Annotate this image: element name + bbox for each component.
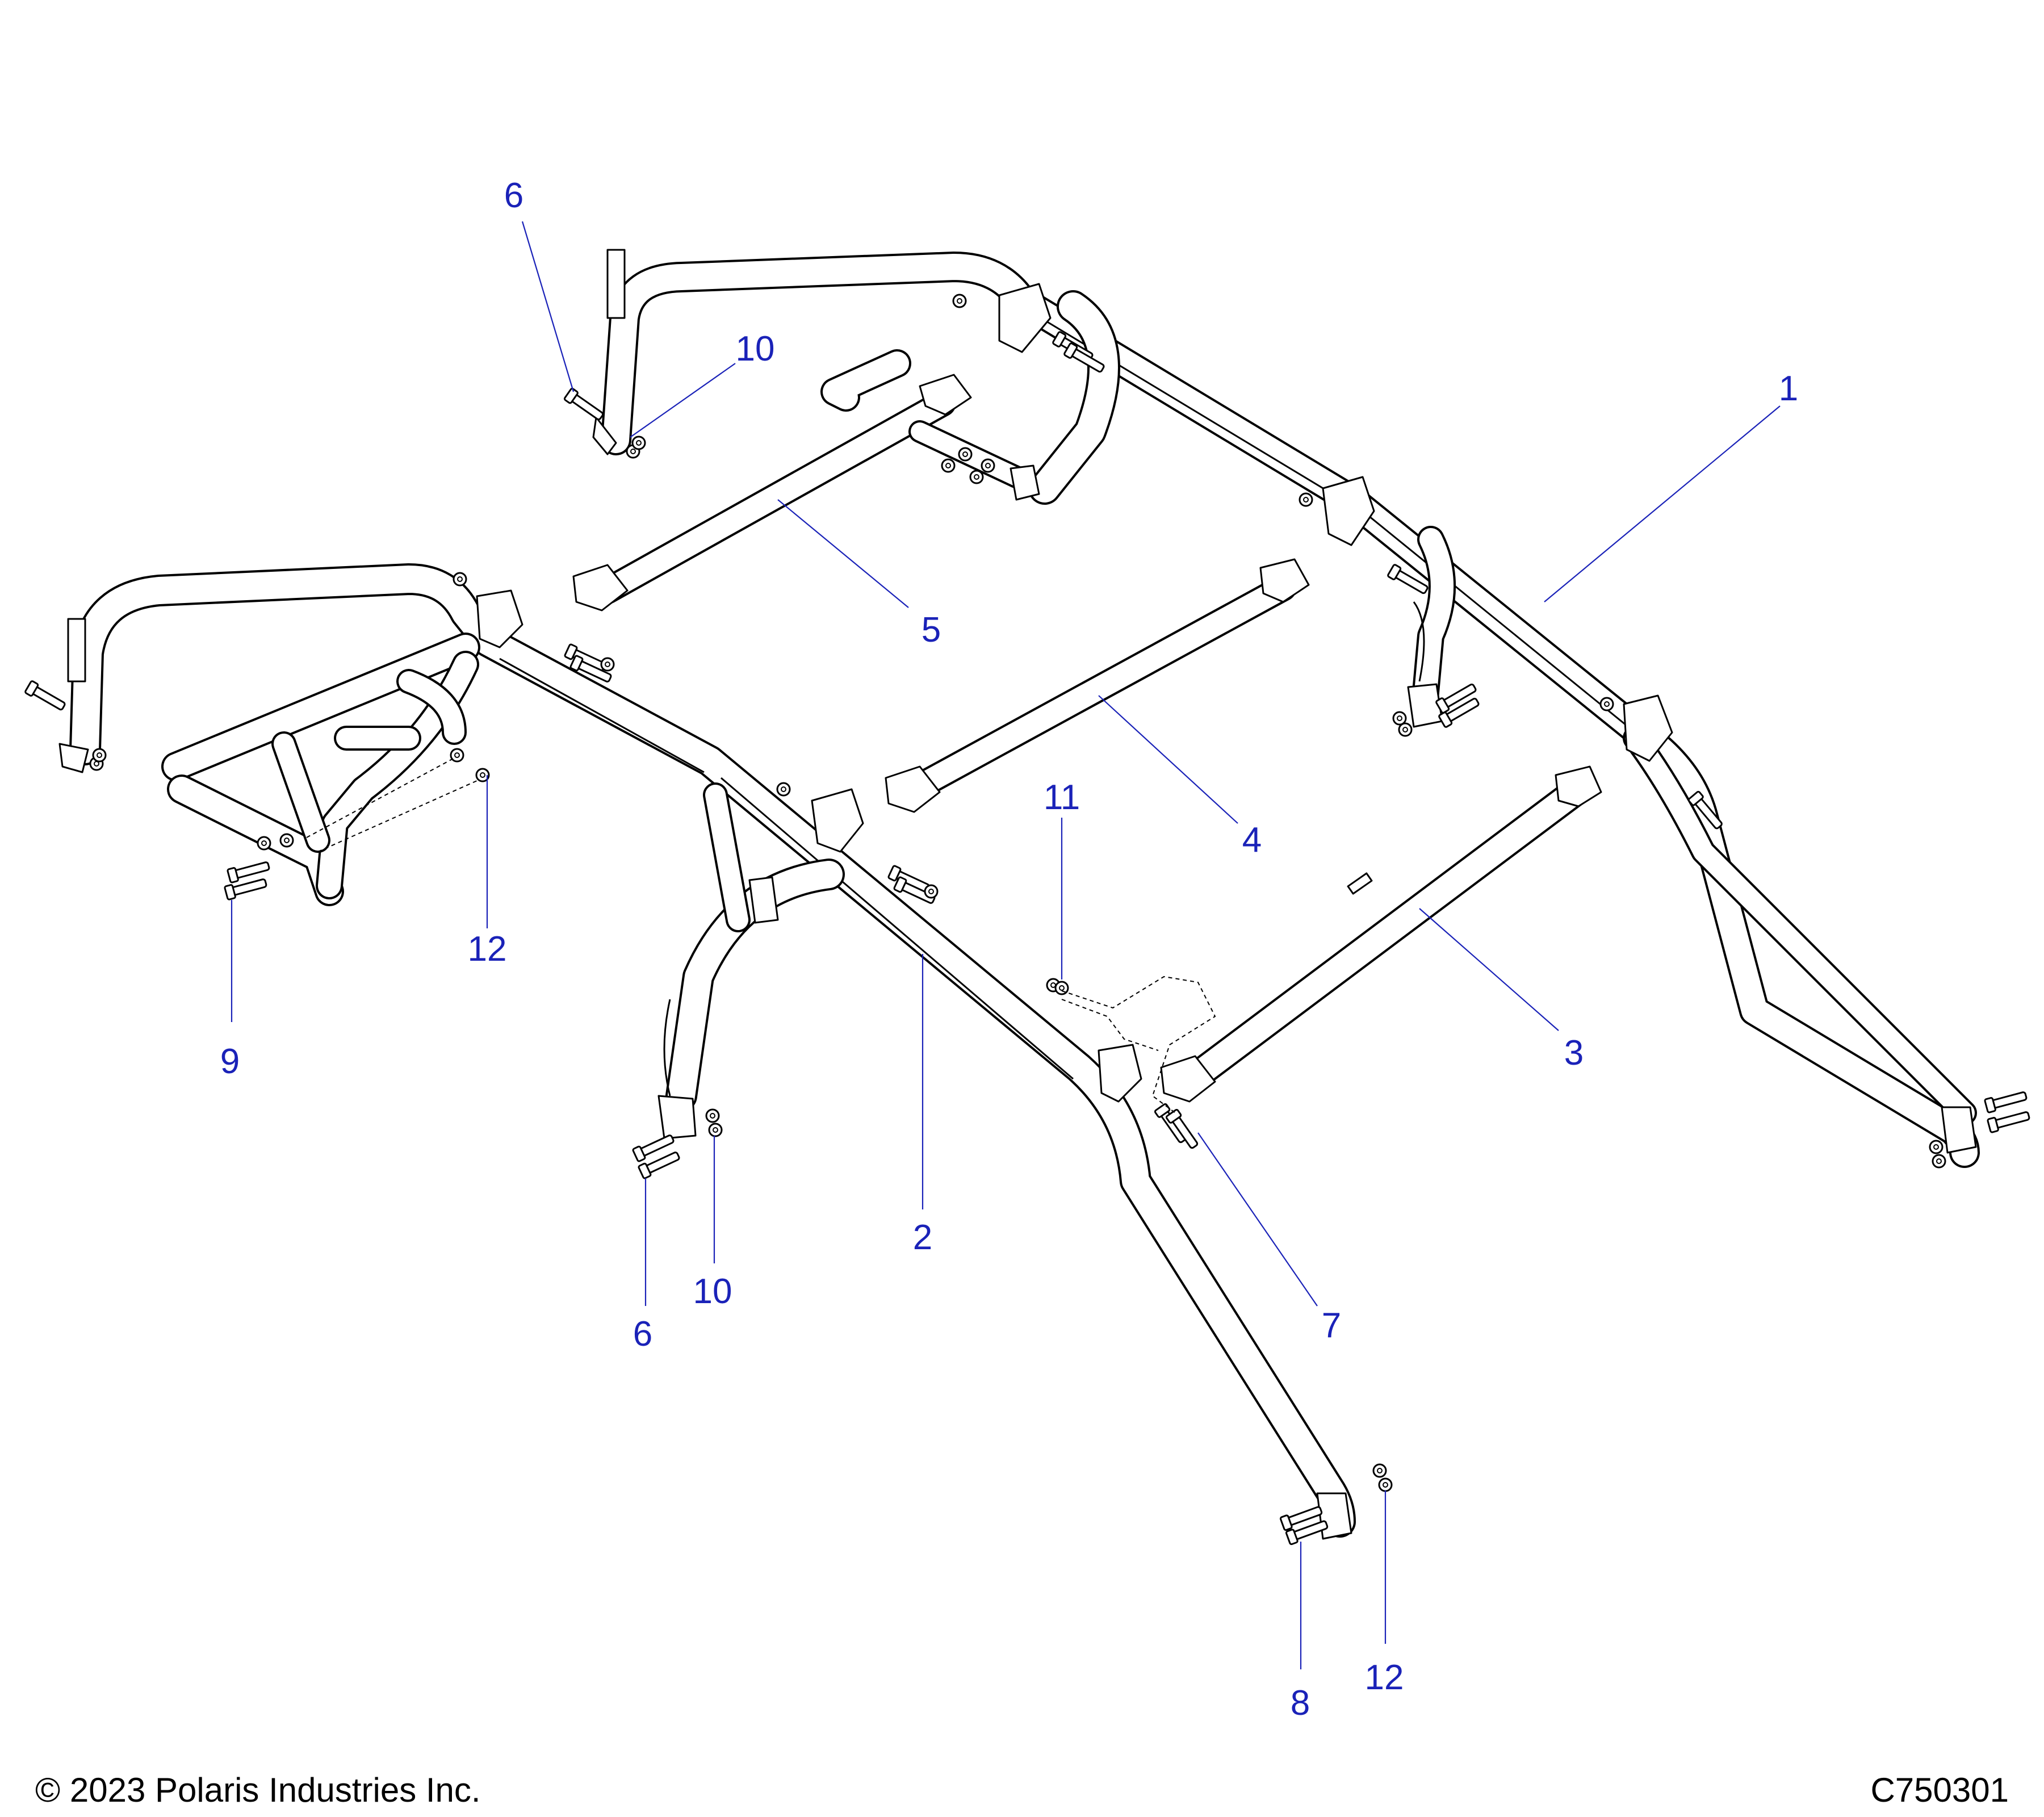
assembly-guide-lines — [306, 757, 1216, 1113]
callout-11: 11 — [1044, 778, 1080, 817]
callout-9: 9 — [220, 1042, 240, 1081]
front-left-pillar — [1028, 290, 1456, 712]
figure-id: C750301 — [1870, 1771, 2009, 1809]
front-right-pillar — [663, 782, 845, 1112]
callout-8: 8 — [1291, 1684, 1310, 1723]
callout-labels: 6 10 1 5 4 11 3 12 9 2 10 6 7 8 12 — [220, 176, 1798, 1723]
callout-4: 4 — [1242, 820, 1262, 860]
front-bumper-structure — [161, 633, 480, 906]
callout-5: 5 — [922, 610, 941, 650]
callout-6-bottom: 6 — [633, 1314, 652, 1354]
cross-tube-part-5 — [572, 349, 1028, 612]
callout-2: 2 — [913, 1218, 932, 1257]
callout-6-top: 6 — [504, 176, 523, 215]
copyright-notice: © 2023 Polaris Industries Inc. — [35, 1771, 481, 1809]
callout-3: 3 — [1564, 1033, 1584, 1073]
cross-tube-part-3 — [1160, 765, 1602, 1103]
leader-lines — [231, 221, 1781, 1669]
callout-10-top: 10 — [736, 329, 775, 369]
callout-10-bottom: 10 — [693, 1272, 732, 1311]
callout-1: 1 — [1779, 369, 1798, 408]
callout-12-left: 12 — [468, 930, 507, 969]
mounting-brackets — [58, 249, 1977, 1540]
cross-tube-part-4 — [885, 558, 1310, 813]
front-roll-bar-part-2 — [69, 563, 1356, 1538]
callout-12-bottom: 12 — [1365, 1658, 1404, 1697]
callout-7: 7 — [1322, 1306, 1341, 1345]
